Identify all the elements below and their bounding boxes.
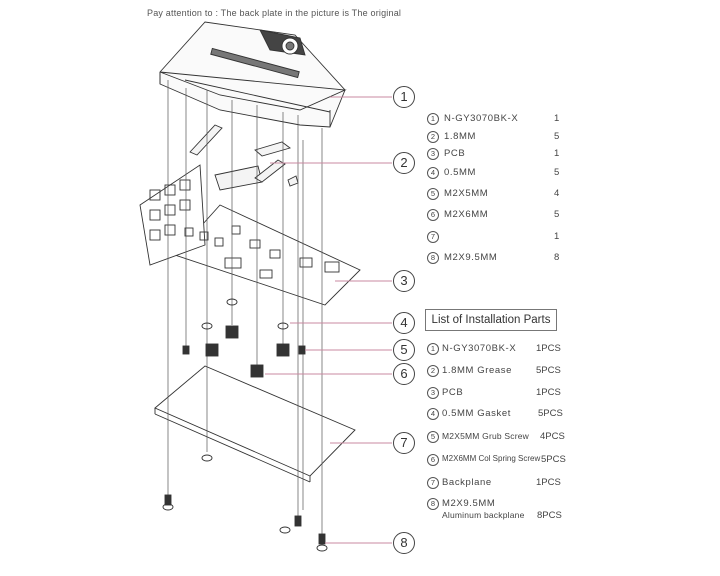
- callout-3: 3: [393, 270, 415, 292]
- thermal-pads: [189, 124, 299, 191]
- part-name: N-GY3070BK-X: [442, 343, 517, 354]
- part-qty: 1: [554, 148, 560, 159]
- part-qty: 5: [554, 209, 560, 220]
- part-qty: 5: [554, 131, 560, 142]
- part-number: 3: [427, 387, 439, 399]
- part-qty: 4: [554, 188, 560, 199]
- washers: [162, 298, 328, 552]
- part-number: 7: [427, 231, 439, 243]
- part-name: PCB: [442, 387, 464, 398]
- part-qty: 8PCS: [537, 510, 562, 521]
- part-qty: 4PCS: [540, 431, 565, 442]
- leader-lines: [265, 96, 392, 544]
- pcb-board: [139, 164, 361, 306]
- part-name: N-GY3070BK-X: [444, 113, 519, 124]
- part-name: PCB: [444, 148, 466, 159]
- part-number: 8: [427, 498, 439, 510]
- callout-6: 6: [393, 363, 415, 385]
- part-number: 2: [427, 131, 439, 143]
- part-name: 1.8MM Grease: [442, 365, 513, 376]
- part-qty: 1PCS: [536, 477, 561, 488]
- part-number: 3: [427, 148, 439, 160]
- part-name: M2X5MM Grub Screw: [442, 431, 530, 441]
- list-of-installation-parts-title: List of Installation Parts: [425, 309, 557, 331]
- part-number: 5: [427, 188, 439, 200]
- callout-5: 5: [393, 339, 415, 361]
- part-number: 5: [427, 431, 439, 443]
- part-name: 0.5MM: [444, 167, 477, 178]
- part-name: M2X6MM: [444, 209, 489, 220]
- part-number: 1: [427, 343, 439, 355]
- callout-8: 8: [393, 532, 415, 554]
- part-number: 4: [427, 167, 439, 179]
- callout-2: 2: [393, 152, 415, 174]
- part-qty: 1PCS: [536, 387, 561, 398]
- backplate: [154, 365, 356, 483]
- part-qty: 1: [554, 231, 560, 242]
- part-number: 6: [427, 454, 439, 466]
- part-qty: 5PCS: [541, 454, 566, 465]
- part-qty: 5PCS: [536, 365, 561, 376]
- callout-1: 1: [393, 86, 415, 108]
- part-qty: 5PCS: [538, 408, 563, 419]
- attention-note: Pay attention to : The back plate in the…: [147, 8, 402, 18]
- part-name-line2: Aluminum backplane: [442, 510, 525, 520]
- part-qty: 8: [554, 252, 560, 263]
- part-name: Backplane: [442, 477, 492, 488]
- part-number: 2: [427, 365, 439, 377]
- part-number: 6: [427, 209, 439, 221]
- part-name: 0.5MM Gasket: [442, 408, 511, 419]
- part-qty: 5: [554, 167, 560, 178]
- water-block: [159, 21, 347, 128]
- part-number: 1: [427, 113, 439, 125]
- part-name: M2X9.5MM: [444, 252, 498, 263]
- guide-lines: [167, 80, 323, 540]
- part-name: M2X6MM Col Spring Screw: [442, 454, 541, 463]
- part-number: 4: [427, 408, 439, 420]
- callout-4: 4: [393, 312, 415, 334]
- part-qty: 1: [554, 113, 560, 124]
- screws: [164, 325, 326, 545]
- part-name: 1.8MM: [444, 131, 477, 142]
- part-qty: 1PCS: [536, 343, 561, 354]
- callout-7: 7: [393, 432, 415, 454]
- part-number: 8: [427, 252, 439, 264]
- part-number: 7: [427, 477, 439, 489]
- part-name: M2X5MM: [444, 188, 489, 199]
- part-name: M2X9.5MM: [442, 498, 496, 509]
